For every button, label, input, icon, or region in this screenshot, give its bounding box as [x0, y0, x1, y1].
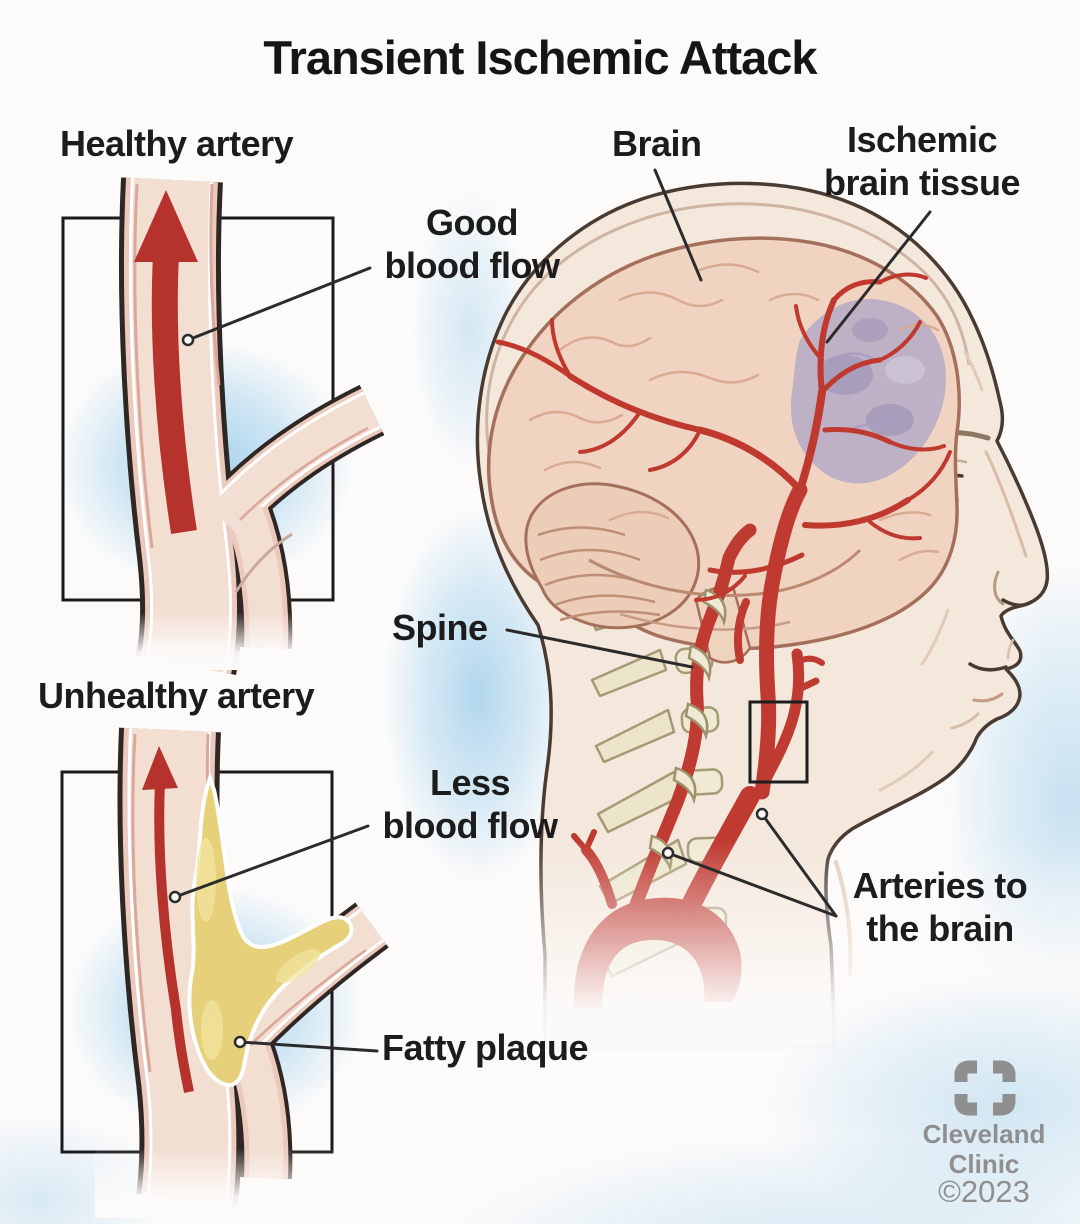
leader-ischemic-tissue — [825, 210, 932, 344]
ischemic-tissue-line1: Ischemic — [846, 119, 998, 160]
unhealthy-artery-heading: Unhealthy artery — [38, 675, 315, 716]
leader-good-blood-flow — [186, 266, 372, 342]
vertebral-artery — [627, 523, 757, 917]
good-flow-arrow — [134, 190, 198, 535]
leader-fatty-plaque — [238, 1040, 379, 1053]
healthy-bottom-fade — [95, 612, 325, 670]
less-flow-arrow — [142, 746, 194, 1093]
healthy-artery-figure — [55, 177, 385, 675]
less-blood-flow-line1: Less — [429, 762, 511, 803]
good-blood-flow-line2: blood flow — [384, 245, 560, 287]
head-figure — [0, 181, 1080, 1224]
less-blood-flow-label: Less blood flow — [350, 761, 590, 847]
leader-less-blood-flow — [173, 824, 370, 899]
brand-line1: Cleveland — [922, 1119, 1046, 1149]
arteries-to-brain-line2: the brain — [866, 908, 1014, 950]
healthy-artery-heading: Healthy artery — [60, 123, 294, 164]
brain-artery-tree — [495, 272, 952, 602]
arteries-to-brain-label: Arteries to the brain — [820, 864, 1060, 950]
sylvian-fissure — [588, 548, 862, 597]
leader-arteries-1 — [666, 851, 838, 918]
ischemic-tissue-line2: brain tissue — [823, 162, 1021, 204]
unhealthy-bottom-fade — [95, 1148, 335, 1218]
cerebellum — [524, 482, 701, 630]
cleveland-clinic-logo-icon — [954, 1060, 1016, 1116]
ischemic-tissue-label: Ischemic brain tissue — [802, 118, 1042, 204]
good-blood-flow-line1: Good — [426, 202, 518, 243]
leader-spine — [505, 628, 694, 669]
glow-bottom-band — [452, 1135, 1080, 1224]
carotid-bifurcation-highlight-box — [748, 700, 809, 784]
brain-label: Brain — [612, 123, 702, 164]
page-title: Transient Ischemic Attack — [263, 31, 817, 84]
internal-carotid-artery — [754, 482, 808, 800]
fatty-plaque — [187, 771, 354, 1088]
spine-label: Spine — [392, 607, 488, 648]
brand-name: Cleveland Clinic — [917, 1119, 1051, 1180]
good-blood-flow-label: Good blood flow — [352, 201, 592, 287]
leader-lines — [168, 168, 932, 1053]
fatty-plaque-label: Fatty plaque — [382, 1027, 589, 1068]
arteries-to-brain-line1: Arteries to — [852, 865, 1028, 906]
less-blood-flow-line2: blood flow — [382, 805, 558, 847]
cerebellum-striations — [537, 526, 661, 622]
plaque-highlights — [196, 838, 321, 1060]
leader-brain — [653, 168, 703, 282]
leader-arteries-2 — [760, 812, 838, 918]
copyright-text: ©2023 — [938, 1174, 1030, 1209]
brand-line2: Clinic — [948, 1148, 1020, 1179]
